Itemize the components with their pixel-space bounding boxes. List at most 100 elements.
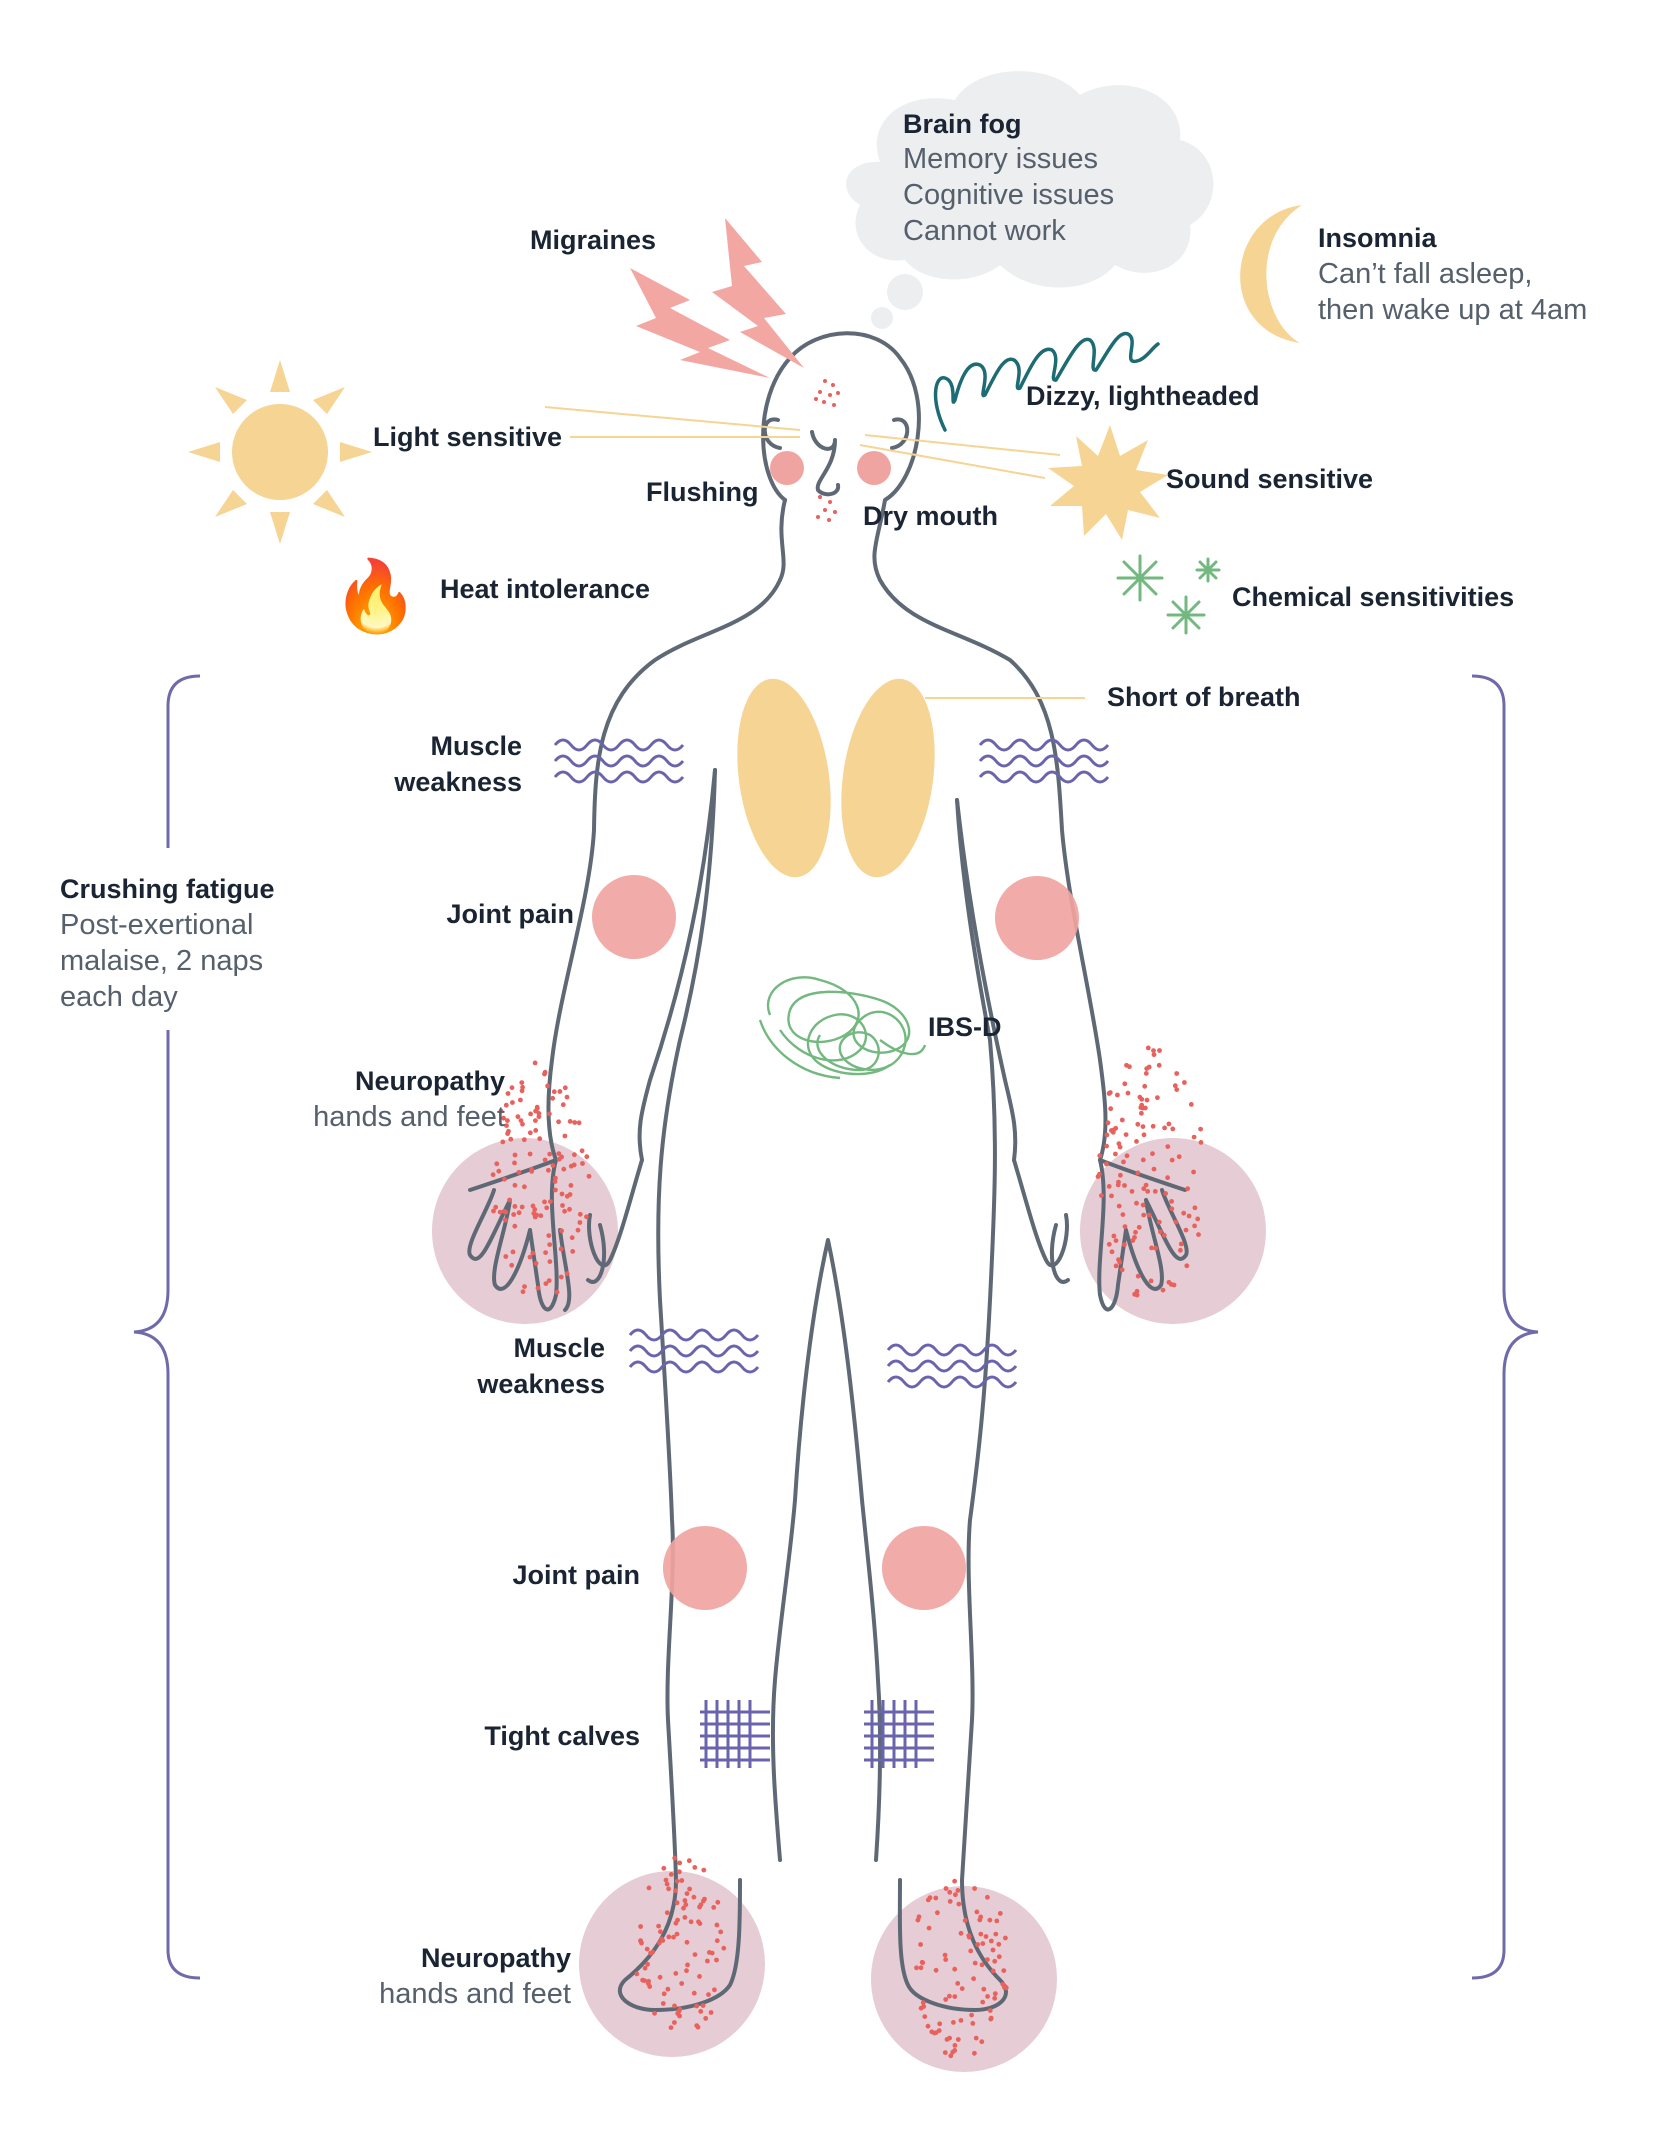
neuropathy-dot: [691, 1894, 697, 1900]
neuropathy-dot: [568, 1183, 574, 1188]
neuropathy-dot: [567, 1119, 573, 1124]
chemical-spark-icons: [1116, 554, 1221, 635]
neuropathy-dot: [1124, 1153, 1130, 1159]
neuropathy-dot: [498, 1108, 504, 1114]
neuropathy-dot: [947, 1993, 952, 1999]
neuropathy-dot: [1099, 1193, 1104, 1198]
neuropathy-dot: [956, 1901, 962, 1907]
label-fatigue-line1: Post-exertional: [60, 909, 253, 941]
neuropathy-dot: [980, 1941, 986, 1946]
neuropathy-dot: [1165, 1175, 1170, 1181]
neuropathy-dot: [1135, 1170, 1141, 1176]
neuropathy-dot: [686, 1858, 692, 1864]
neuropathy-dot: [1198, 1126, 1203, 1132]
neuropathy-dot: [1181, 1210, 1187, 1216]
neuropathy-dot: [1142, 1105, 1148, 1111]
forehead-dots: [814, 379, 840, 407]
neuropathy-dot: [543, 1250, 548, 1255]
neuropathy-dot: [638, 1924, 643, 1929]
neuropathy-dot: [1124, 1062, 1129, 1068]
neuropathy-dot: [1141, 1212, 1147, 1218]
neuropathy-dot: [1143, 1071, 1149, 1076]
neuropathy-dot: [547, 1111, 552, 1117]
neuropathy-dot: [1158, 1229, 1163, 1235]
neuropathy-dot: [564, 1271, 570, 1276]
neuropathy-dot: [1169, 1206, 1175, 1212]
neuropathy-dot: [1184, 1263, 1190, 1269]
neuropathy-dot: [1160, 1287, 1166, 1293]
neuropathy-dot: [572, 1152, 577, 1158]
neuropathy-dot: [529, 1169, 535, 1174]
neuropathy-dot: [681, 1905, 686, 1911]
neuropathy-dot: [509, 1262, 515, 1268]
joint-knee-left: [663, 1526, 747, 1610]
neuropathy-dot: [943, 1886, 949, 1891]
neuropathy-dot: [521, 1137, 527, 1143]
neuropathy-dot: [527, 1130, 533, 1136]
neuropathy-dot: [1097, 1153, 1103, 1159]
neuropathy-dot: [688, 1919, 694, 1925]
neuropathy-dot: [510, 1100, 515, 1105]
neuropathy-dot: [692, 1865, 698, 1870]
neuropathy-dot: [1119, 1117, 1125, 1123]
neuropathy-dot: [515, 1114, 521, 1120]
neuropathy-dot: [1105, 1120, 1111, 1126]
neuropathy-dot: [518, 1097, 523, 1103]
label-neuropathy-hands: Neuropathy: [355, 1066, 505, 1096]
neuropathy-dot: [1145, 1189, 1151, 1194]
neuropathy-dot: [516, 1210, 522, 1216]
neuropathy-dot: [1140, 1124, 1146, 1129]
neuropathy-dot: [1151, 1048, 1156, 1053]
neuropathy-dot: [1140, 1157, 1146, 1163]
neuropathy-dot: [542, 1069, 548, 1075]
neuropathy-dot: [576, 1120, 582, 1126]
neuropathy-dot: [922, 2014, 928, 2019]
neuropathy-dot: [1135, 1273, 1141, 1279]
neuropathy-dot: [586, 1173, 592, 1179]
neuropathy-dot: [1166, 1121, 1172, 1127]
neuropathy-dot: [674, 1900, 680, 1906]
cloud-bubble-2: [871, 307, 893, 329]
fire-icon: 🔥: [332, 556, 419, 636]
label-neuropathy-feet-sub: hands and feet: [379, 1978, 571, 2010]
wave-line: [553, 738, 685, 752]
neuropathy-dot: [1172, 1083, 1178, 1089]
neuropathy-dot: [557, 1089, 563, 1094]
neuropathy-dot: [1142, 1083, 1148, 1089]
neuropathy-dot: [551, 1089, 557, 1095]
neuropathy-dot: [715, 1899, 721, 1905]
neuropathy-dot: [1140, 1202, 1146, 1208]
neuropathy-dot: [556, 1119, 561, 1125]
neuropathy-dot: [556, 1151, 562, 1156]
neuropathy-dot: [714, 1957, 719, 1963]
neuropathy-dot: [508, 1136, 514, 1142]
moon-icon: [1240, 205, 1302, 343]
neuropathy-dot: [584, 1154, 590, 1160]
neuropathy-dot: [559, 1191, 565, 1197]
label-ibs: IBS-D: [928, 1012, 1002, 1042]
neuropathy-dot: [718, 1929, 724, 1935]
label-short-of-breath: Short of breath: [1107, 682, 1301, 712]
label-muscle-upper-1: Muscle: [430, 731, 522, 761]
neuropathy-dot: [584, 1214, 589, 1220]
neuropathy-dot: [975, 1942, 980, 1947]
neuropathy-dot: [579, 1148, 585, 1154]
neuropathy-dot: [698, 2009, 704, 2014]
neuropathy-dot: [1157, 1048, 1162, 1053]
neuropathy-dot: [983, 1934, 989, 1939]
neuropathy-dot: [501, 1115, 506, 1121]
neuropathy-dot: [979, 2039, 985, 2045]
neuropathy-dot: [1122, 1183, 1127, 1188]
neuropathy-dot: [1156, 1062, 1162, 1068]
neuropathy-dot: [990, 1947, 996, 1953]
neuropathy-dot: [918, 1965, 924, 1971]
sound-sensitive-lines: [859, 434, 1061, 479]
wave-line: [886, 1375, 1018, 1389]
neuropathy-dot: [948, 2053, 954, 2059]
neuropathy-dot: [697, 1974, 702, 1979]
neuropathy-dot: [1113, 1151, 1118, 1157]
neuropathy-dot: [542, 1157, 548, 1163]
neuropathy-dot: [575, 1227, 581, 1233]
neuropathy-dot: [1163, 1191, 1168, 1196]
neuropathy-dot: [992, 1958, 998, 1964]
